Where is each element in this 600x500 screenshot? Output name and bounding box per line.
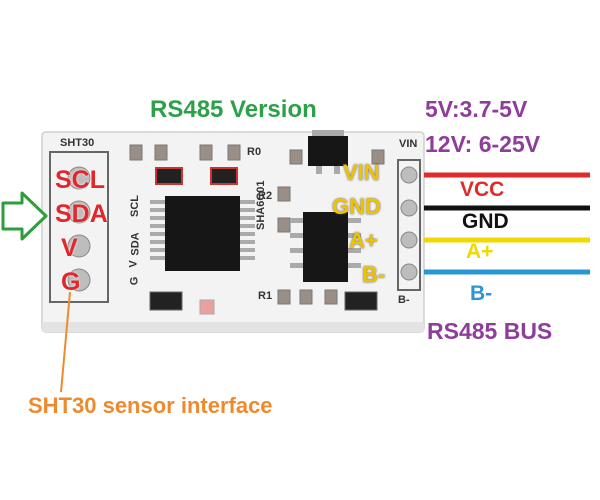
bus-pad-vin: [400, 166, 418, 184]
sensor-pad-v: [67, 234, 91, 258]
main-ic: [150, 196, 255, 271]
bus-pad-gnd: [400, 199, 418, 217]
module-pin-vin: VIN: [343, 160, 380, 185]
silk-vin: VIN: [399, 138, 418, 150]
power-12v-label: 12V: 6-25V: [425, 131, 541, 157]
sensor-pin-v: V: [61, 234, 78, 262]
voltage-regulator: [308, 130, 348, 174]
wire-label-a-plus: A+: [466, 240, 494, 263]
resistors: [155, 149, 385, 305]
sensor-header-pads: [67, 166, 91, 292]
pcb-board-shadow: [42, 322, 424, 332]
sensor-interface-label: SHT30 sensor interface: [28, 393, 273, 418]
rs485-ic: [290, 212, 361, 282]
title-label: RS485 Version: [150, 96, 317, 123]
silk-scl: SCL: [129, 195, 141, 217]
power-5v-label: 5V:3.7-5V: [425, 96, 528, 122]
silk-chip: SHA6C01: [255, 180, 267, 230]
smd-parts-top: [129, 144, 241, 161]
module-pin-b-minus: B-: [362, 262, 386, 287]
sensor-pad-sda: [67, 200, 91, 224]
module-pin-a-plus: A+: [349, 228, 378, 253]
bus-header-outline: [397, 159, 421, 291]
bus-header-pads: [400, 166, 418, 281]
wire-label-vcc: VCC: [460, 178, 505, 201]
silk-r0: R0: [247, 146, 262, 158]
silk-b-minus: B-: [398, 294, 410, 306]
bus-pad-ap: [400, 231, 418, 249]
silk-sda: SDA: [129, 232, 142, 256]
capacitors: [149, 291, 378, 311]
silk-r1: R1: [258, 290, 273, 302]
silk-r2: R2: [258, 190, 273, 202]
green-arrow-icon: [1, 191, 48, 241]
sensor-header-outline: [49, 151, 109, 303]
silk-v: V: [127, 260, 140, 268]
sensor-pin-g: G: [61, 268, 81, 296]
silk-sht30: SHT30: [60, 137, 95, 149]
wire-label-b-minus: B-: [470, 282, 493, 305]
wire-label-gnd: GND: [462, 210, 509, 233]
rs485-bus-label: RS485 BUS: [427, 318, 553, 344]
bus-pad-bm: [400, 263, 418, 281]
interface-pointer-line: [60, 291, 71, 393]
status-led: [199, 299, 215, 315]
sensor-pad-g: [67, 268, 91, 292]
sensor-pad-scl: [67, 166, 91, 190]
sensor-pin-scl: SCL: [55, 166, 105, 194]
sensor-pin-sda: SDA: [55, 200, 108, 228]
silk-g: G: [128, 276, 141, 286]
module-pin-gnd: GND: [332, 194, 381, 219]
